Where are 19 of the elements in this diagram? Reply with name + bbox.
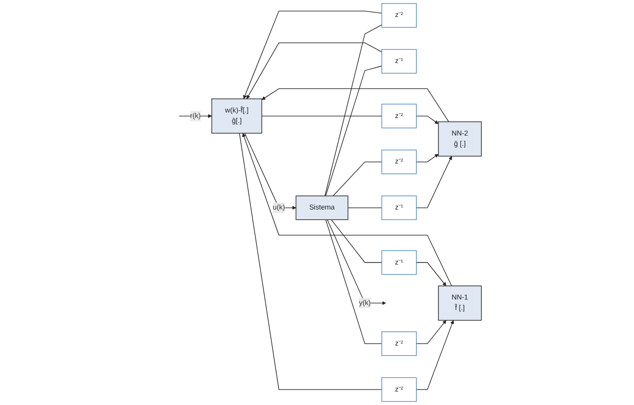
arrow bbox=[416, 320, 454, 390]
arrow bbox=[244, 132, 296, 210]
arrow bbox=[416, 156, 452, 208]
arrow bbox=[246, 42, 382, 99]
arrow bbox=[416, 320, 446, 344]
arrow bbox=[416, 262, 446, 286]
connector bbox=[324, 24, 382, 196]
arrow bbox=[243, 10, 382, 99]
connector bbox=[325, 66, 382, 196]
arrow bbox=[242, 133, 452, 286]
connector bbox=[332, 162, 382, 196]
arrow bbox=[262, 88, 450, 122]
arrow bbox=[416, 154, 439, 162]
connector bbox=[325, 219, 382, 344]
connector bbox=[348, 207, 382, 208]
arrow bbox=[416, 116, 439, 124]
arrow bbox=[327, 219, 386, 306]
connector bbox=[239, 132, 382, 390]
connector bbox=[330, 219, 382, 263]
